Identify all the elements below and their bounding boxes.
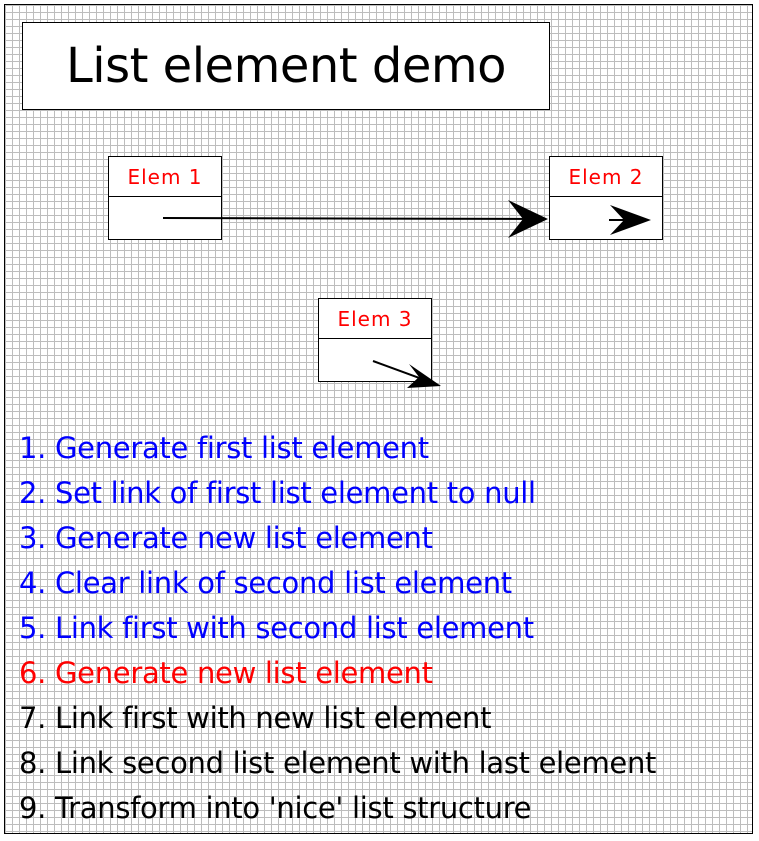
list-element-label: Elem 1 bbox=[109, 157, 221, 197]
list-element-3: Elem 3 bbox=[318, 298, 432, 382]
list-element-link-field bbox=[319, 339, 431, 381]
list-element-label: Elem 2 bbox=[550, 157, 662, 197]
step-item: 9. Transform into 'nice' list structure bbox=[19, 791, 532, 825]
list-element-1: Elem 1 bbox=[108, 156, 222, 240]
list-element-link-field bbox=[550, 197, 662, 239]
title-box: List element demo bbox=[22, 22, 550, 110]
list-element-label: Elem 3 bbox=[319, 299, 431, 339]
step-item: 5. Link first with second list element bbox=[19, 611, 534, 645]
step-item: 1. Generate first list element bbox=[19, 431, 429, 465]
step-item: 6. Generate new list element bbox=[19, 656, 433, 690]
list-element-link-field bbox=[109, 197, 221, 239]
step-item: 2. Set link of first list element to nul… bbox=[19, 476, 536, 510]
step-item: 3. Generate new list element bbox=[19, 521, 433, 555]
list-element-2: Elem 2 bbox=[549, 156, 663, 240]
step-item: 7. Link first with new list element bbox=[19, 701, 492, 735]
steps-list: 1. Generate first list element 2. Set li… bbox=[19, 426, 656, 831]
step-item: 8. Link second list element with last el… bbox=[19, 746, 657, 780]
page-title: List element demo bbox=[66, 38, 506, 94]
step-item: 4. Clear link of second list element bbox=[19, 566, 512, 600]
demo-canvas: List element demo Elem 1 Elem 2 Elem 3 1… bbox=[4, 4, 753, 834]
